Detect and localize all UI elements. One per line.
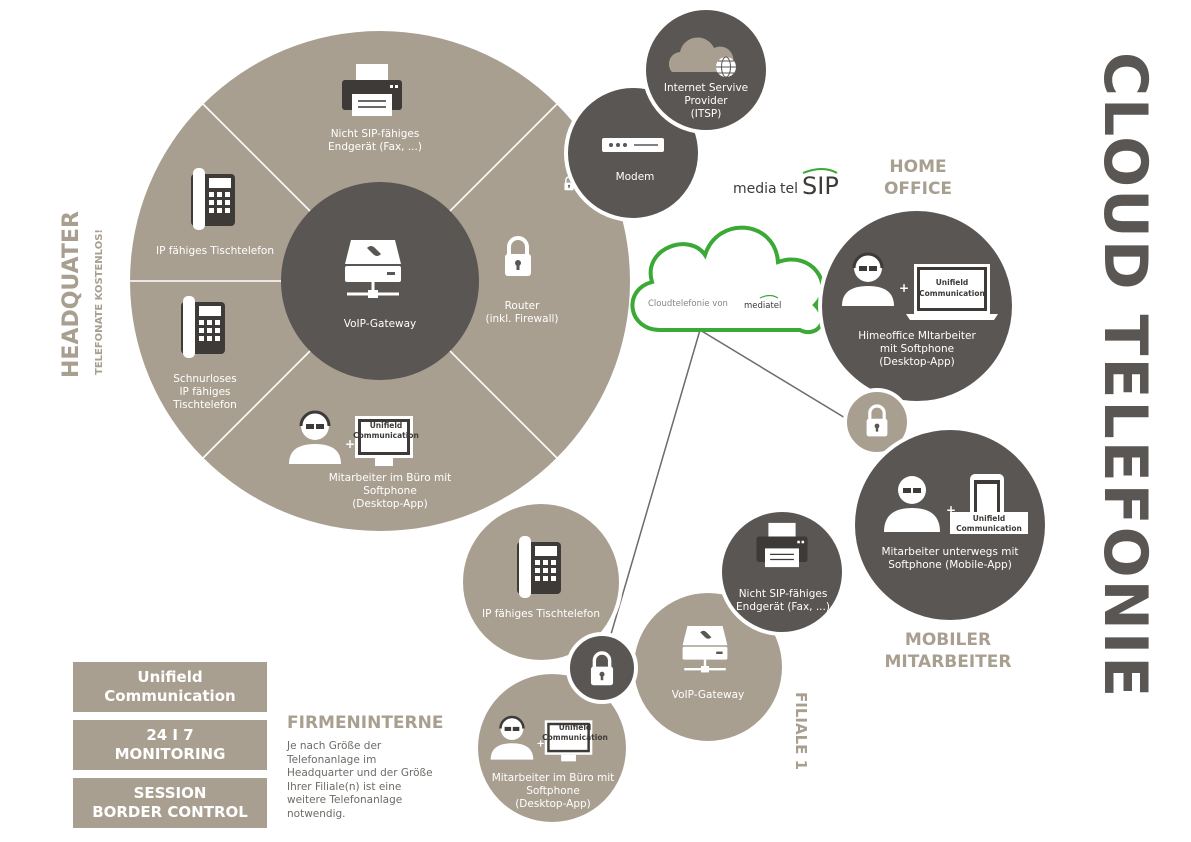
cloud-telefonie-shape (630, 225, 825, 335)
cloud-text: Cloudtelefonie von (648, 299, 728, 309)
uc-tag-home-2: Communication (919, 289, 985, 298)
filiale-desk-phone-icon (517, 536, 561, 598)
svg-text:+: + (899, 281, 909, 295)
filiale-title: FILIALE 1 (792, 692, 810, 771)
mobile-label: Mitarbeiter unterwegs mit Softphone (Mob… (881, 546, 1019, 571)
uc-tag-filiale-2: Communication (542, 733, 608, 742)
filiale-gateway-label: VoIP-Gateway (671, 689, 745, 701)
headquarter-subtitle: TELEFONATE KOSTENLOS! (94, 229, 105, 375)
hq-desk-phone-label: IP fähiges Tischtelefon (155, 245, 275, 257)
hq-router-label: Router (inkl. Firewall) (485, 300, 559, 325)
laptop-icon (906, 264, 998, 320)
isp-label: Internet Servive Provider (ITSP) (663, 82, 749, 120)
hq-cordless-label: Schnurloses IP fähiges Tischtelefon (173, 373, 237, 411)
mediatel-sip-logo: media tel SIP (733, 168, 839, 200)
uc-tag-hq-1: Unifield (370, 421, 403, 430)
firmeninterne-text: Je nach Größe der Telefonanlage im Headq… (287, 740, 433, 820)
home-office-label: Himeoffice MItarbeiter mit Softphone (De… (858, 330, 976, 368)
badge-unified-communication: Unifield Communication (73, 662, 267, 712)
cloud-mediatel-logo: mediatel (744, 294, 781, 311)
filiale-printer-circle (718, 508, 846, 636)
brand-media: media (733, 181, 777, 197)
filiale-desk-phone-label: IP fähiges Tischtelefon (481, 608, 601, 620)
hq-printer-label: Nicht SIP-fähiges Endgerät (Fax, ...) (328, 128, 422, 153)
cordless-phone-icon (181, 296, 225, 358)
home-office-title: HOME OFFICE (883, 157, 953, 199)
desk-phone-icon (191, 168, 235, 230)
uc-tag-filiale-1: Unifield (559, 723, 592, 732)
firmeninterne-title: FIRMENINTERNE (287, 713, 444, 733)
filiale-employee-label: Mitarbeiter im Büro mit Softphone (Deskt… (491, 772, 615, 810)
svg-text:+: + (946, 503, 956, 517)
brand-sip: SIP (802, 172, 839, 200)
badge-monitoring: 24 I 7 MONITORING (73, 720, 267, 770)
hq-gateway-label: VoIP-Gateway (343, 318, 417, 330)
svg-text:mediatel: mediatel (744, 301, 781, 311)
home-office-person-icon: + (842, 252, 909, 306)
cloud-telefonie-title: CLOUD TELEFONIE (1090, 52, 1160, 700)
modem-icon (602, 138, 664, 152)
badge-sbc: SESSION BORDER CONTROL (73, 778, 267, 828)
filiale-printer-label: Nicht SIP-fähiges Endgerät (Fax, ...) (736, 588, 830, 613)
mobile-title: MOBILER MITARBEITER (884, 630, 1012, 672)
hq-employee-label: Mitarbeiter im Büro mit Softphone (Deskt… (328, 472, 452, 510)
brand-tel: tel (780, 181, 798, 197)
uc-tag-home-1: Unifield (936, 278, 969, 287)
uc-tag-mobile-2: Communication (956, 524, 1022, 533)
uc-tag-mobile-1: Unifield (973, 514, 1006, 523)
mobile-person-icon: + (884, 476, 956, 532)
headquarter-title: HEADQUATER (59, 211, 84, 378)
modem-label: Modem (615, 171, 655, 183)
uc-tag-hq-2: Communication (353, 431, 419, 440)
